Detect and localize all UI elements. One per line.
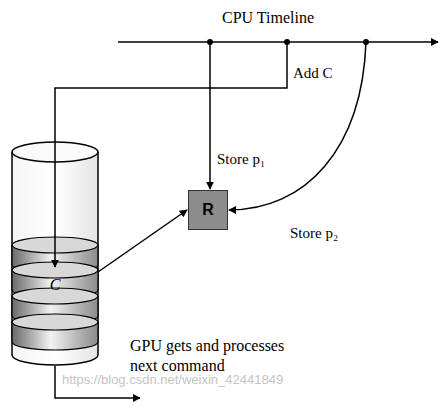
note: GPU gets and processes next command [130, 336, 308, 376]
store-arrow [209, 42, 211, 189]
watermark: https://blog.csdn.net/weixin_42441849 [62, 372, 283, 388]
step-label: Store p₂ [290, 224, 338, 243]
add-arrow [55, 42, 287, 267]
command-disk: C [12, 275, 98, 295]
store-arrow [229, 42, 366, 210]
step-label: Add C [293, 64, 333, 83]
step-label: Store p₁ [217, 150, 265, 169]
register-box: R [188, 190, 228, 230]
timeline-title: CPU Timeline [222, 8, 314, 28]
timeline [118, 41, 438, 43]
connector [98, 210, 187, 272]
node-label: C [50, 276, 61, 294]
node-label: R [202, 201, 214, 219]
